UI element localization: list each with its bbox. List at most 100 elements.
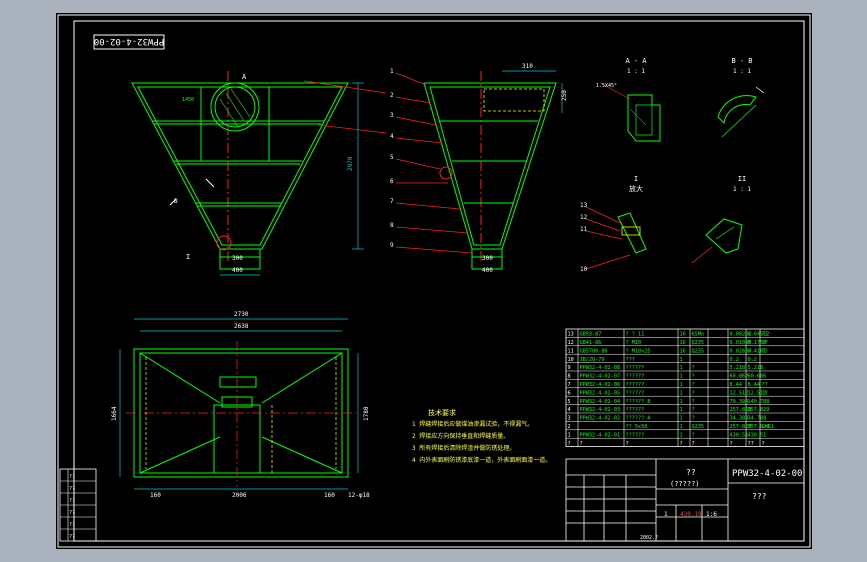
svg-text:12: 12 [580,214,588,221]
bom-cell-name: ? ? 11 [626,332,645,338]
scale-value: 1:6 [706,511,717,518]
bom-cell-w2: 430.51 [748,432,767,438]
bom-cell-code: GB93-87 [580,332,602,338]
tech-note-2: 2 焊接应方向保持垂直和焊缝质量。 [412,432,509,440]
bom-cell-note: L=51 [762,424,775,430]
bom-cell-w1: 0.02603 [730,348,752,354]
bom-cell-qty: 1 [680,399,683,405]
bom-cell-qty: 1 [680,374,683,380]
front-view-dims [220,82,364,276]
svg-text:11: 11 [580,226,588,233]
bom-cell-w2: 60.686 [748,374,767,380]
bom-cell-no: 10 [568,357,574,363]
dim-plan-bottom-left: 160 [150,492,161,499]
bom-cell-w2: 0.04512 [748,332,770,338]
bom-cell-name: ?????? B [626,399,651,405]
bom-cell-no: 13 [568,332,574,338]
revision-strip: ???????????? [59,468,97,542]
bom-cell-w1: 0.2 [730,357,739,363]
bom-cell-no: 11 [568,348,574,354]
bom-cell-w2: 0.1758 [748,340,767,346]
bom-cell-no: 9 [568,365,571,371]
bom-header-c3: ? [626,441,629,447]
bom-cell-w1: 430.51 [730,432,749,438]
bom-cell-w1: 70.394 [730,399,749,405]
bom-cell-code: PPW32-4-02-02 [580,416,621,422]
side-view-leaders [303,72,473,254]
mirrored-number-box: PPW32-4-02-00 [93,34,165,50]
svg-text:10: 10 [580,266,588,273]
bom-header-c4: ? [680,441,683,447]
bom-cell-no: 8 [568,374,571,380]
bom-cell-no: 7 [568,382,571,388]
bom-cell-code: JB/ZQ-79 [580,357,605,363]
dim-side-bottom2: 400 [482,267,493,274]
detail-i-note: 放大 [629,184,643,193]
bom-cell-w1: 0.01099 [730,340,752,346]
bom-cell-no: 12 [568,340,574,346]
title-sub: (?????) [670,480,700,488]
company-name: ??? [752,492,767,501]
weight-value: 430.19 [680,511,702,518]
bom-cell-w1: 12.512 [730,390,749,396]
bom-cell-qty: 1 [680,432,683,438]
bom-cell-no: 6 [568,390,571,396]
dim-plan-bottom-right: 160 [324,492,335,499]
tech-note-4: 4 内外表面刷防锈漆底漆一道，外表面刷面漆一道。 [412,456,551,464]
bom-header-c8: ? [762,441,765,447]
dim-front-height: 2970 [347,156,354,171]
dim-front-base: 400 [232,267,243,274]
svg-text:1.5X45°: 1.5X45° [596,83,617,89]
svg-text:9: 9 [390,242,394,249]
bom-cell-mat: ? [692,432,695,438]
bom-cell-w2: 0.4161 [748,348,767,354]
bom-cell-note: ?? [762,390,768,396]
bom-cell-w1: 34.384 [730,416,749,422]
bom-cell-name: ?????? A [626,416,652,422]
dim-side-top: 310 [522,63,533,70]
bom-cell-qty: 16 [680,340,686,346]
inner-frame [73,20,805,542]
bom-cell-note: ?? [762,382,768,388]
dim-plan-inner: 2638 [234,323,249,330]
bom-cell-name: ?? 5x50 [626,424,648,430]
sheet-value: 1 [664,511,668,518]
title-block [565,458,805,542]
bom-cell-mat: ? [692,382,695,388]
side-view-hidden-lid [483,88,545,112]
bom-cell-w2: 257.829 [748,407,770,413]
bom-cell-mat: ? [692,416,695,422]
bom-cell-code: PPW32-4-02-04 [580,399,621,405]
bom-cell-name: ?????? [626,432,645,438]
plan-view-dims [119,318,359,490]
rev-cell: ?? [69,498,75,504]
bom-cell-no: 5 [568,399,571,405]
detail-ii-scale: 1 : 1 [733,186,751,193]
svg-text:4: 4 [390,133,394,140]
section-aa: A - A 1 : 1 1.5X45° [596,57,661,142]
svg-text:7: 7 [390,198,394,205]
bom-cell-code: PPW32-4-02-01 [580,432,621,438]
svg-text:3: 3 [390,112,394,119]
dim-plan-right: 1780 [363,406,370,421]
side-view-dims [502,70,563,113]
bom-cell-qty: 1 [680,424,683,430]
bom-cell-w1: 60.862 [730,374,749,380]
rev-cell: ?? [69,534,75,540]
label-I: I [186,253,190,261]
bom-cell-mat: ? [692,374,695,380]
section-bb: B - B 1 : 1 [717,57,765,138]
bom-cell-code: GB41-86 [580,340,602,346]
side-view [423,71,557,270]
bom-cell-note: ?? [762,340,768,346]
dim-side-bottom1: 300 [482,255,493,262]
rev-cell: ?? [69,522,75,528]
bom-cell-mat: ? [692,399,695,405]
plan-view-centerlines [126,341,356,487]
cad-viewport[interactable]: PPW32-4-02-00 [56,13,812,549]
mirrored-number: PPW32-4-02-00 [94,36,164,46]
bom-cell-mat: Q235 [692,348,705,354]
bom-cell-name: ?????? [626,407,645,413]
bom-cell-qty: 1 [680,390,683,396]
